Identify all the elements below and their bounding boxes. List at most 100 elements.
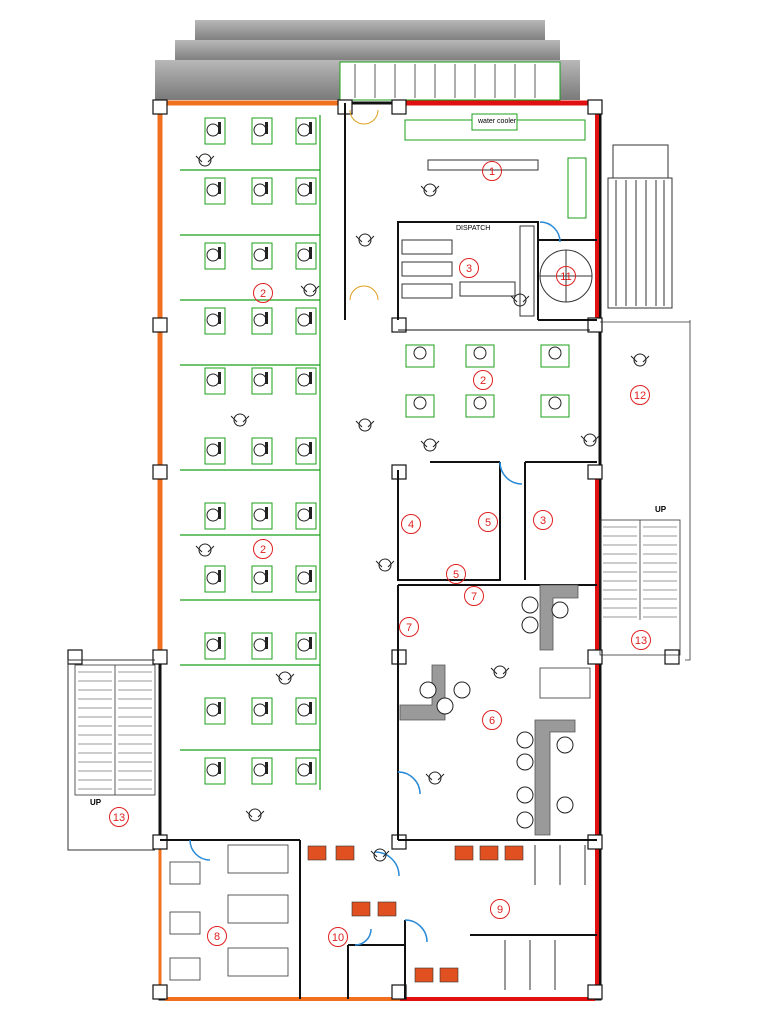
chair-arms [580, 435, 600, 443]
monitor [309, 442, 312, 454]
chair-arms [490, 667, 510, 675]
monitor [218, 247, 221, 259]
room6-workstations [399, 584, 591, 836]
armchair [436, 697, 454, 715]
chair-arms [375, 560, 395, 568]
workstation [204, 367, 226, 395]
monitor [218, 637, 221, 649]
armchair [556, 736, 574, 754]
monitor [218, 570, 221, 582]
monitor [309, 507, 312, 519]
desk [251, 502, 273, 530]
chair-icon [355, 233, 375, 247]
monitor [265, 762, 268, 774]
room-number-5b: 5 [446, 564, 466, 584]
chair-seat [233, 413, 247, 427]
chair-icon [630, 353, 650, 367]
workstation [540, 344, 570, 368]
chair-arms [420, 440, 440, 448]
chair-icon [195, 543, 215, 557]
workstation [295, 632, 317, 660]
chair [413, 396, 427, 410]
workstation [251, 367, 273, 395]
desk [295, 632, 317, 660]
structural-columns [67, 99, 680, 1000]
armchair [516, 811, 534, 829]
monitor [265, 247, 268, 259]
stair-treads-left [78, 671, 152, 790]
armchair [516, 731, 534, 749]
desk [251, 307, 273, 335]
chair [473, 396, 487, 410]
toilet-fixtures [307, 845, 524, 983]
workstation [295, 242, 317, 270]
workstation [251, 632, 273, 660]
workstation [295, 565, 317, 593]
monitor [309, 762, 312, 774]
monitor [218, 372, 221, 384]
room8-workstations [169, 844, 289, 981]
room-number-10: 10 [328, 927, 348, 947]
desk [204, 502, 226, 530]
room-number-2a: 2 [253, 283, 273, 303]
workstation [204, 502, 226, 530]
desk [295, 367, 317, 395]
workstation [295, 437, 317, 465]
stair-treads-right [603, 526, 677, 618]
chair-seat [278, 671, 292, 685]
desk [295, 177, 317, 205]
workstation [204, 697, 226, 725]
chair-seat [428, 771, 442, 785]
monitor [309, 122, 312, 134]
desk [251, 367, 273, 395]
chair-arms [630, 355, 650, 363]
desk [405, 344, 435, 368]
left-stair-enclosure [67, 659, 155, 851]
desk [295, 697, 317, 725]
workstation [251, 697, 273, 725]
monitor [265, 702, 268, 714]
room-number-4: 4 [401, 514, 421, 534]
desk [251, 757, 273, 785]
chair-seat [198, 153, 212, 167]
chair-icon [420, 438, 440, 452]
chair-seat [423, 438, 437, 452]
desk [251, 565, 273, 593]
monitor [309, 372, 312, 384]
monitor [218, 312, 221, 324]
dispatch-label: DISPATCH [456, 225, 491, 232]
desk [204, 632, 226, 660]
chair-seat [373, 848, 387, 862]
workstation [295, 367, 317, 395]
workstation [251, 307, 273, 335]
desk [204, 117, 226, 145]
workstation [251, 117, 273, 145]
desk [295, 502, 317, 530]
workstation [251, 242, 273, 270]
room-number-11: 11 [556, 266, 576, 286]
workstation [204, 242, 226, 270]
desk [251, 697, 273, 725]
room-number-7b: 7 [399, 617, 419, 637]
chair-icon [420, 183, 440, 197]
external-tower [607, 144, 673, 309]
armchair [516, 753, 534, 771]
chair-icon [580, 433, 600, 447]
desk [465, 394, 495, 418]
desk [204, 242, 226, 270]
workstation [251, 437, 273, 465]
desk [465, 344, 495, 368]
chair-arms [370, 850, 390, 858]
open-office-cubicles [180, 115, 321, 790]
workstation [251, 565, 273, 593]
monitor [265, 507, 268, 519]
chair-arms [275, 673, 295, 681]
desk [251, 242, 273, 270]
workstation [204, 117, 226, 145]
monitor [309, 702, 312, 714]
monitor [218, 507, 221, 519]
desk [204, 177, 226, 205]
chair [548, 346, 562, 360]
desk [204, 367, 226, 395]
workstation [465, 344, 495, 368]
